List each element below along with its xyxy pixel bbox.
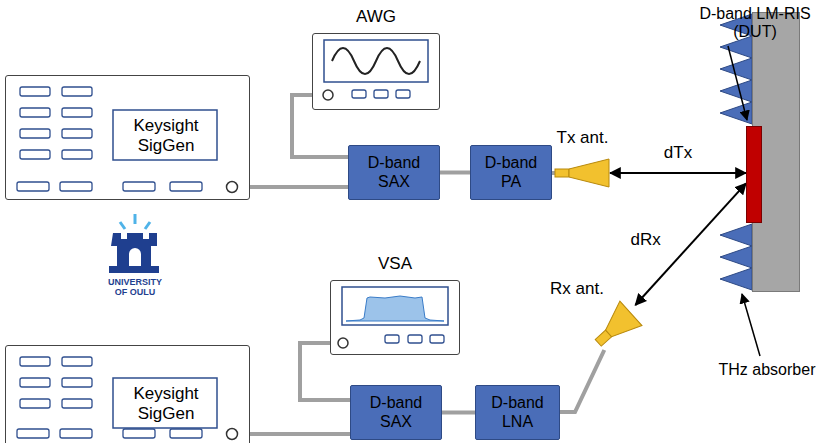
- rf-block: D-band SAX: [350, 385, 442, 440]
- distance-arrow: [610, 172, 746, 174]
- part-label: VSA: [331, 254, 459, 274]
- leader-line: [742, 294, 760, 356]
- vsa-instrument: VSA: [330, 280, 460, 355]
- rf-block: D-band PA: [470, 145, 552, 200]
- edge-label: dTx: [662, 143, 694, 163]
- block-label: D-band SAX: [356, 394, 436, 431]
- logo-text: UNIVERSITY OF OULU: [101, 277, 169, 298]
- part-label: Rx ant.: [542, 279, 612, 299]
- university-logo: [109, 214, 159, 273]
- awg-instrument: AWG: [312, 33, 440, 110]
- block-label: D-band LNA: [481, 394, 554, 431]
- edge-label: dRx: [629, 230, 663, 250]
- instrument-front: [5, 345, 250, 443]
- signal-cable: [560, 350, 604, 412]
- horn-antenna: [590, 305, 640, 350]
- thz-absorber: THz absorberD-band LM-RIS (DUT): [752, 12, 800, 292]
- signal-cable: [250, 432, 350, 436]
- signal-generator: Keysight SigGen: [5, 345, 250, 443]
- horn-antenna: [555, 158, 610, 188]
- part-label: AWG: [313, 7, 439, 27]
- signal-cable: [442, 411, 475, 415]
- part-label: THz absorber: [717, 361, 817, 379]
- signal-cable: [250, 185, 348, 189]
- leader-line: [728, 46, 747, 120]
- part-label: D-band LM-RIS (DUT): [692, 5, 818, 42]
- rx-antenna: Rx ant.: [590, 305, 640, 350]
- display-text: Keysight SigGen: [114, 111, 218, 161]
- rf-block: D-band LNA: [475, 385, 560, 440]
- block-label: D-band SAX: [354, 154, 434, 191]
- tx-antenna: Tx ant.: [555, 158, 610, 188]
- instrument-front: [330, 280, 460, 355]
- part-label: Tx ant.: [547, 128, 618, 148]
- signal-generator: Keysight SigGen: [5, 75, 250, 200]
- instrument-front: [5, 75, 250, 200]
- rf-block: D-band SAX: [348, 145, 440, 200]
- display-text: Keysight SigGen: [114, 379, 218, 429]
- block-label: D-band PA: [476, 154, 546, 191]
- signal-cable: [440, 171, 470, 175]
- instrument-front: [312, 33, 440, 110]
- ris-device: D-band LM-RIS (DUT): [746, 126, 762, 223]
